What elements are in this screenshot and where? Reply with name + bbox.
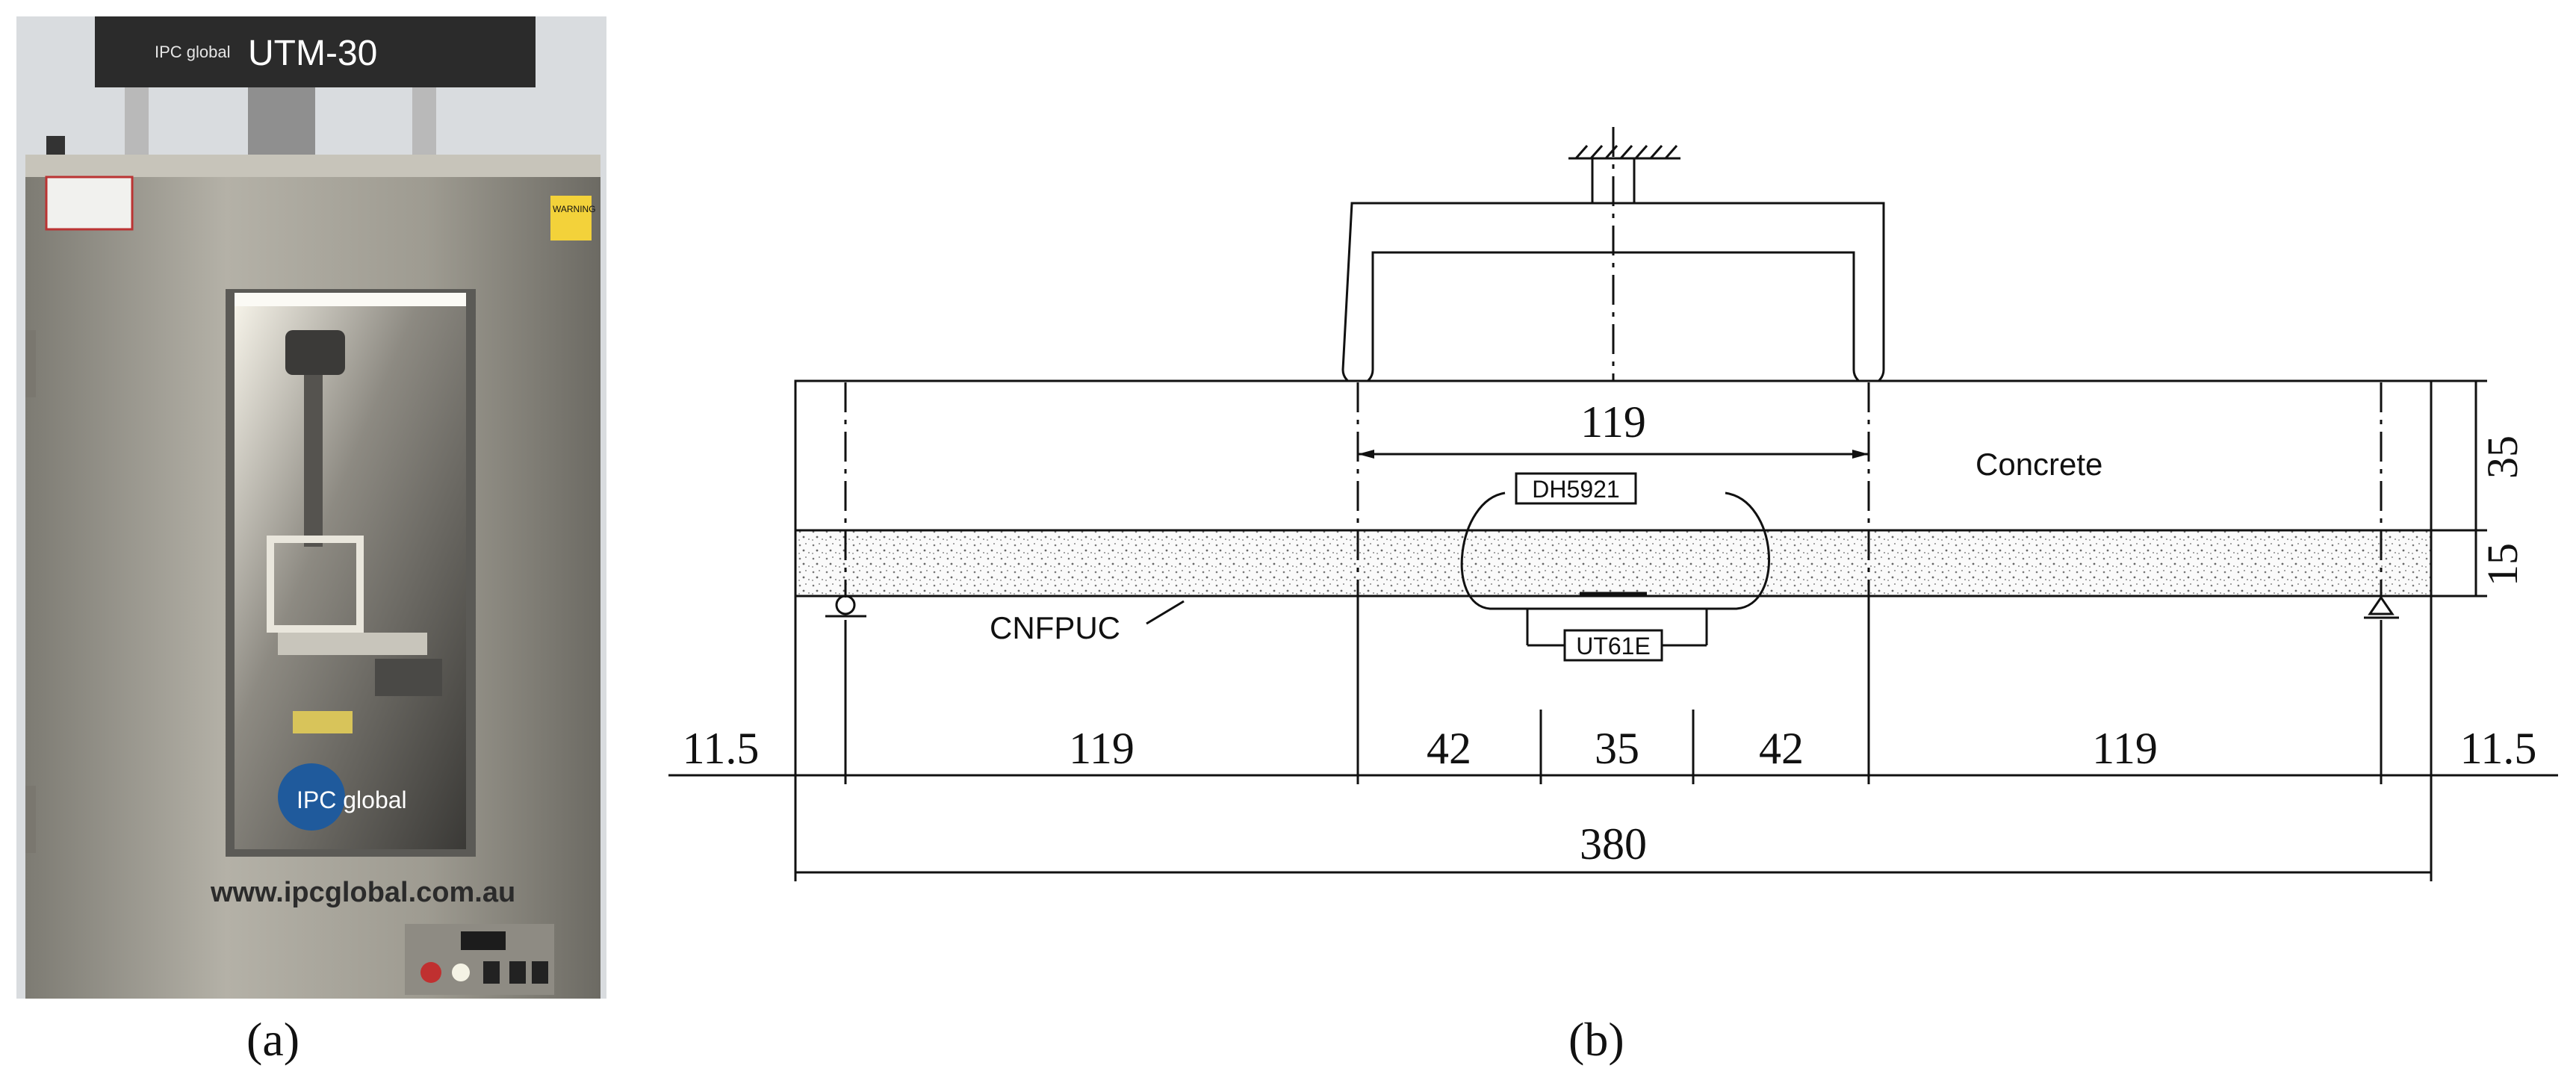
hinge-top	[25, 330, 36, 397]
load-rod	[304, 375, 323, 547]
overhang-right-label: 11.5	[2460, 724, 2537, 773]
total-length-label: 380	[1580, 819, 1647, 869]
window-light	[235, 293, 466, 306]
concrete-layer	[794, 379, 2433, 532]
machine-model-label: UTM-30	[248, 34, 377, 73]
segment-label: 35	[1595, 724, 1639, 773]
roller-support-icon	[835, 595, 856, 615]
specimen	[278, 633, 427, 655]
power-button-icon	[420, 962, 441, 983]
cnfpuc-leader	[1146, 600, 1185, 625]
switch-3-icon	[532, 961, 548, 984]
warning-sticker-left	[45, 176, 134, 231]
sensor-top-box	[1515, 472, 1637, 505]
top-support-hatch	[1574, 145, 1678, 159]
segment-label: 42	[1759, 724, 1804, 773]
ipc-logo-icon	[278, 763, 345, 831]
website-text: www.ipcglobal.com.au	[210, 877, 515, 908]
load-cell	[285, 330, 345, 375]
support-block	[375, 659, 442, 696]
cnfpuc-label: CNFPUC	[990, 610, 1120, 645]
test-frame	[267, 536, 364, 633]
sensor-bottom-label: UT61E	[1576, 633, 1651, 660]
segment-label: 42	[1427, 724, 1471, 773]
cnfpuc-layer	[794, 529, 2433, 598]
machine-crosshead	[95, 16, 536, 87]
display-readout	[461, 931, 506, 950]
sensor-wire-loop	[1460, 491, 1771, 610]
switch-2-icon	[509, 961, 526, 984]
segment-label: 119	[2092, 724, 2158, 773]
indicator-light-icon	[452, 963, 470, 981]
concrete-thickness-label: 35	[2478, 435, 2527, 479]
concrete-label: Concrete	[1976, 447, 2102, 482]
warning-sticker-right	[550, 196, 592, 241]
sensor-bottom-box	[1563, 629, 1663, 662]
brand-small-text: IPC global	[155, 43, 231, 61]
window-label	[293, 711, 353, 733]
switch-1-icon	[483, 961, 500, 984]
caption-a: (a)	[246, 1013, 300, 1066]
cabinet-top-edge	[25, 155, 600, 177]
segment-label: 119	[1069, 724, 1135, 773]
hinge-bottom	[25, 786, 36, 853]
sensor-top-label: DH5921	[1532, 476, 1619, 503]
pin-support-icon	[2368, 595, 2395, 615]
warning-text: WARNING	[553, 204, 596, 214]
logo-text: IPC global	[297, 786, 407, 813]
load-span-label: 119	[1580, 397, 1646, 447]
cnfpuc-thickness-label: 15	[2478, 543, 2527, 586]
overhang-left-label: 11.5	[683, 724, 760, 773]
beam-schematic: 119 DH5921 UT61E Concrete CNFPUC 35 15 1…	[668, 127, 2558, 881]
testing-machine-photo: IPC global UTM-30 WARNING IPC global www…	[16, 16, 606, 999]
caption-b: (b)	[1568, 1013, 1624, 1066]
